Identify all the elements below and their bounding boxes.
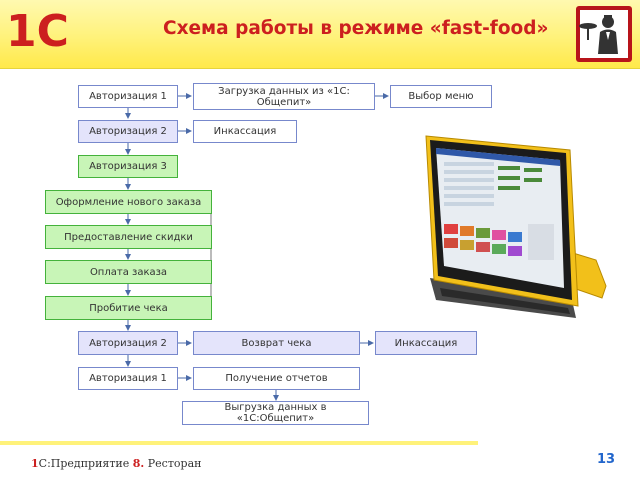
step-refund: Возврат чека <box>193 331 360 355</box>
step-unload-data: Выгрузка данных в «1С:Общепит» <box>182 401 369 425</box>
page-title: Схема работы в режиме «fast-food» <box>163 18 549 39</box>
waiter-icon <box>576 6 632 62</box>
step-payment: Оплата заказа <box>45 260 212 284</box>
logo-text: 1С <box>6 6 69 52</box>
brand-c: С:Предприятие <box>38 457 133 470</box>
page-number: 13 <box>597 452 616 467</box>
brand-one: 1 <box>31 457 39 470</box>
header-bar: 1С Схема работы в режиме «fast-food» <box>0 0 640 69</box>
step-collection-top: Инкассация <box>193 120 297 143</box>
step-auth-2-top: Авторизация 2 <box>78 120 178 143</box>
footer-brand: 1С:Предприятие 8. Ресторан <box>31 457 201 470</box>
brand-rest: Ресторан <box>144 457 202 470</box>
step-load-data: Загрузка данных из «1С: Общепит» <box>193 83 375 110</box>
step-auth-1-bottom: Авторизация 1 <box>78 367 178 390</box>
step-auth-2-bottom: Авторизация 2 <box>78 331 178 355</box>
pos-terminal-image <box>425 135 607 318</box>
step-receipt: Пробитие чека <box>45 296 212 320</box>
footer-divider <box>0 441 478 445</box>
step-collection-bottom: Инкассация <box>375 331 477 355</box>
brand-eight: 8. <box>132 457 145 470</box>
step-menu-select: Выбор меню <box>390 85 492 108</box>
step-discount: Предоставление скидки <box>45 225 212 249</box>
1c-logo: 1С <box>6 6 69 52</box>
step-new-order: Оформление нового заказа <box>45 190 212 214</box>
step-auth-3: Авторизация 3 <box>78 155 178 178</box>
step-reports: Получение отчетов <box>193 367 360 390</box>
step-auth-1-top: Авторизация 1 <box>78 85 178 108</box>
